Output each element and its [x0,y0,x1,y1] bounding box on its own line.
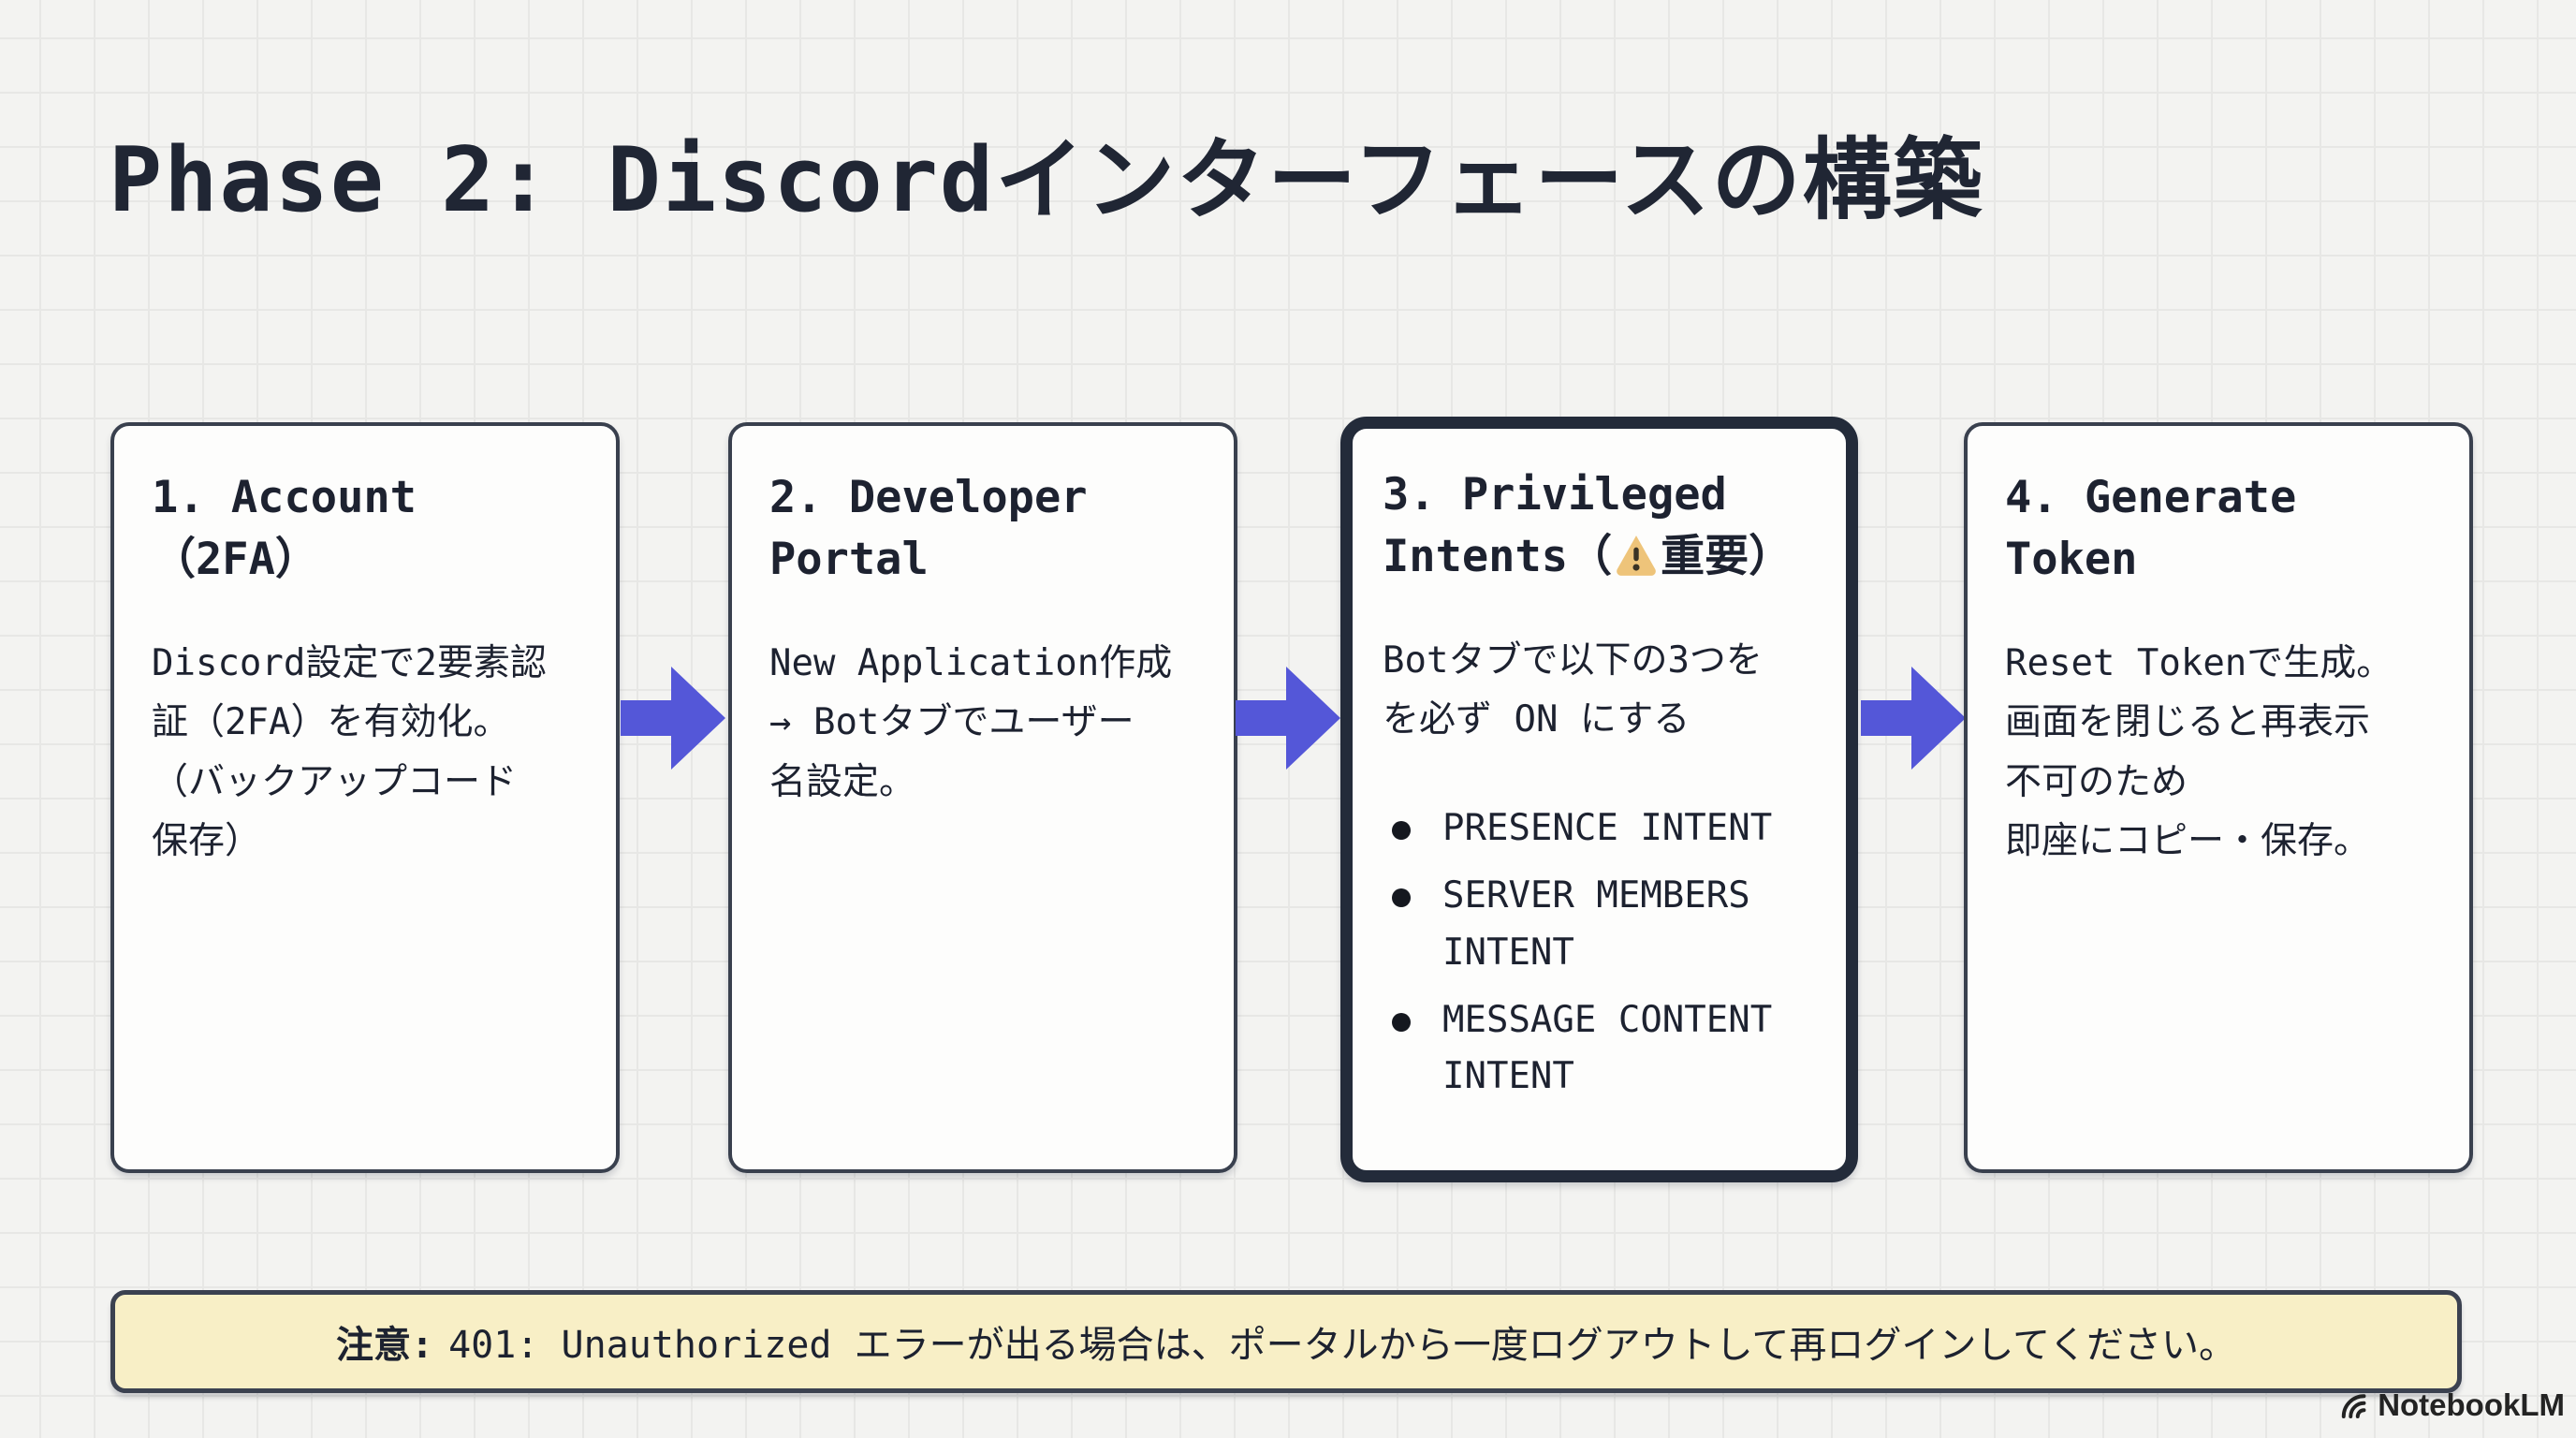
list-item: MESSAGE CONTENT INTENT [1383,992,1816,1106]
step-title: 3. Privileged Intents（重要） [1383,464,1816,588]
warning-note-banner: 注意: 401: Unauthorized エラーが出る場合は、ポータルから一度… [110,1290,2462,1393]
step-body: Botタブで以下の3つを を必ず ON にする [1383,638,1763,741]
step-card-privileged-intents: 3. Privileged Intents（重要） Botタブで以下の3つを を… [1340,417,1858,1182]
step-title: 1. Account （2FA） [152,472,417,585]
notebooklm-logo-icon [2341,1394,2366,1418]
step-body: New Application作成 → Botタブでユーザー 名設定。 [769,641,1173,803]
notebooklm-watermark: NotebookLM [2337,1387,2565,1423]
step-title: 2. Developer Portal [769,472,1088,585]
warning-triangle-icon [1617,535,1656,576]
note-label: 注意: [336,1324,434,1367]
list-item: SERVER MEMBERS INTENT [1383,868,1816,981]
step-card-developer-portal: 2. Developer Portal New Application作成 → … [728,422,1237,1173]
page-title: Phase 2: Discordインターフェースの構築 [109,129,1984,232]
note-text: 401: Unauthorized エラーが出る場合は、ポータルから一度ログアウ… [448,1324,2236,1367]
step-card-account-2fa: 1. Account （2FA） Discord設定で2要素認 証（2FA）を有… [110,422,620,1173]
watermark-label: NotebookLM [2378,1387,2565,1422]
step-card-generate-token: 4. Generate Token Reset Tokenで生成。 画面を閉じる… [1964,422,2473,1173]
intents-list: PRESENCE INTENT SERVER MEMBERS INTENT ME… [1383,800,1816,1106]
step-body: Reset Tokenで生成。 画面を閉じると再表示 不可のため 即座にコピー・… [2005,641,2393,863]
step-body: Discord設定で2要素認 証（2FA）を有効化。 （バックアップコード 保存… [152,641,547,863]
step-title-suffix: 重要） [1661,530,1793,582]
flow-arrow-icon [621,667,725,770]
list-item: PRESENCE INTENT [1383,800,1816,857]
flow-arrow-icon [1236,667,1340,770]
step-title-prefix: 3. Privileged Intents（ [1383,469,1727,582]
flow-arrow-icon [1861,667,1966,770]
step-title: 4. Generate Token [2005,472,2297,585]
